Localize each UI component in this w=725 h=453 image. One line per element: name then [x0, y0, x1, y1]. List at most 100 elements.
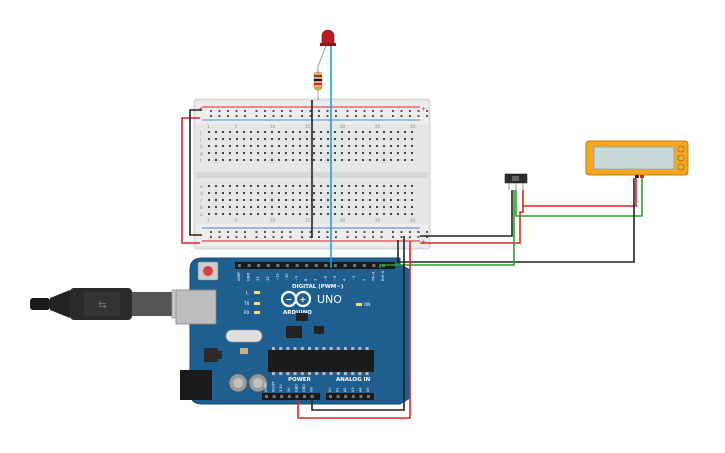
breadboard-hole[interactable]	[341, 192, 343, 194]
breadboard-hole[interactable]	[355, 206, 357, 208]
rail-hole[interactable]	[289, 115, 292, 117]
analog-pin[interactable]	[359, 395, 363, 398]
breadboard-hole[interactable]	[229, 138, 231, 140]
breadboard-hole[interactable]	[229, 199, 231, 201]
breadboard-hole[interactable]	[362, 131, 364, 133]
breadboard-hole[interactable]	[327, 213, 329, 215]
breadboard-hole[interactable]	[404, 152, 406, 154]
breadboard-hole[interactable]	[348, 192, 350, 194]
breadboard-hole[interactable]	[411, 199, 413, 201]
rail-hole[interactable]	[235, 115, 238, 117]
breadboard-hole[interactable]	[236, 152, 238, 154]
breadboard-hole[interactable]	[376, 213, 378, 215]
breadboard-hole[interactable]	[369, 199, 371, 201]
rail-hole[interactable]	[380, 110, 383, 112]
breadboard-hole[interactable]	[327, 206, 329, 208]
breadboard-hole[interactable]	[397, 213, 399, 215]
breadboard-hole[interactable]	[264, 206, 266, 208]
breadboard-hole[interactable]	[306, 199, 308, 201]
breadboard-hole[interactable]	[348, 131, 350, 133]
rail-hole[interactable]	[380, 231, 383, 233]
breadboard-hole[interactable]	[369, 131, 371, 133]
breadboard-hole[interactable]	[208, 152, 210, 154]
rail-hole[interactable]	[264, 110, 266, 112]
breadboard-hole[interactable]	[341, 138, 343, 140]
rail-hole[interactable]	[426, 115, 428, 117]
breadboard-hole[interactable]	[362, 152, 364, 154]
breadboard-hole[interactable]	[362, 213, 364, 215]
rail-hole[interactable]	[227, 236, 229, 238]
breadboard-hole[interactable]	[243, 192, 245, 194]
breadboard-hole[interactable]	[383, 206, 385, 208]
digital-pin[interactable]	[314, 264, 318, 267]
rail-hole[interactable]	[363, 110, 366, 112]
breadboard-hole[interactable]	[208, 213, 210, 215]
breadboard-hole[interactable]	[411, 213, 413, 215]
breadboard-hole[interactable]	[320, 145, 322, 147]
breadboard-hole[interactable]	[236, 185, 238, 187]
breadboard-hole[interactable]	[327, 159, 329, 161]
digital-pin[interactable]	[238, 264, 241, 267]
breadboard-hole[interactable]	[243, 199, 245, 201]
breadboard-hole[interactable]	[397, 185, 399, 187]
breadboard-hole[interactable]	[397, 145, 399, 147]
rail-hole[interactable]	[264, 231, 266, 233]
breadboard-hole[interactable]	[243, 152, 245, 154]
breadboard-hole[interactable]	[411, 185, 413, 187]
breadboard-hole[interactable]	[390, 206, 392, 208]
breadboard-hole[interactable]	[320, 138, 322, 140]
usb-port[interactable]	[175, 289, 217, 325]
rail-hole[interactable]	[281, 115, 283, 117]
breadboard-hole[interactable]	[222, 159, 224, 161]
rail-hole[interactable]	[346, 231, 349, 233]
rail-hole[interactable]	[355, 231, 357, 233]
breadboard-hole[interactable]	[278, 138, 280, 140]
breadboard-hole[interactable]	[411, 159, 413, 161]
breadboard-hole[interactable]	[292, 185, 294, 187]
rail-hole[interactable]	[255, 115, 258, 117]
breadboard-hole[interactable]	[250, 206, 252, 208]
breadboard-hole[interactable]	[243, 138, 245, 140]
breadboard-hole[interactable]	[215, 152, 217, 154]
rail-hole[interactable]	[272, 236, 275, 238]
breadboard-hole[interactable]	[292, 213, 294, 215]
breadboard-hole[interactable]	[390, 131, 392, 133]
analog-pin[interactable]	[351, 395, 355, 398]
breadboard-hole[interactable]	[236, 131, 238, 133]
breadboard-hole[interactable]	[215, 206, 217, 208]
breadboard-hole[interactable]	[397, 131, 399, 133]
rail-hole[interactable]	[417, 236, 420, 238]
breadboard-hole[interactable]	[313, 192, 315, 194]
breadboard-hole[interactable]	[306, 213, 308, 215]
rail-hole[interactable]	[289, 236, 292, 238]
breadboard-hole[interactable]	[341, 213, 343, 215]
breadboard-hole[interactable]	[327, 152, 329, 154]
breadboard-hole[interactable]	[355, 199, 357, 201]
breadboard-hole[interactable]	[327, 192, 329, 194]
breadboard-hole[interactable]	[397, 159, 399, 161]
breadboard-hole[interactable]	[299, 185, 301, 187]
breadboard-hole[interactable]	[292, 145, 294, 147]
breadboard-hole[interactable]	[271, 185, 273, 187]
breadboard-hole[interactable]	[208, 206, 210, 208]
breadboard-hole[interactable]	[278, 145, 280, 147]
breadboard-hole[interactable]	[264, 152, 266, 154]
rail-hole[interactable]	[281, 110, 283, 112]
breadboard-hole[interactable]	[292, 152, 294, 154]
breadboard-hole[interactable]	[327, 199, 329, 201]
breadboard-hole[interactable]	[334, 131, 336, 133]
breadboard-hole[interactable]	[292, 192, 294, 194]
power-pin[interactable]	[280, 395, 284, 398]
rail-hole[interactable]	[318, 110, 320, 112]
rail-hole[interactable]	[363, 231, 366, 233]
breadboard-hole[interactable]	[327, 131, 329, 133]
rail-hole[interactable]	[272, 110, 275, 112]
breadboard-hole[interactable]	[243, 213, 245, 215]
breadboard-hole[interactable]	[222, 199, 224, 201]
breadboard-hole[interactable]	[257, 159, 259, 161]
breadboard-hole[interactable]	[208, 131, 210, 133]
breadboard-hole[interactable]	[229, 159, 231, 161]
breadboard-hole[interactable]	[404, 131, 406, 133]
breadboard-hole[interactable]	[236, 199, 238, 201]
